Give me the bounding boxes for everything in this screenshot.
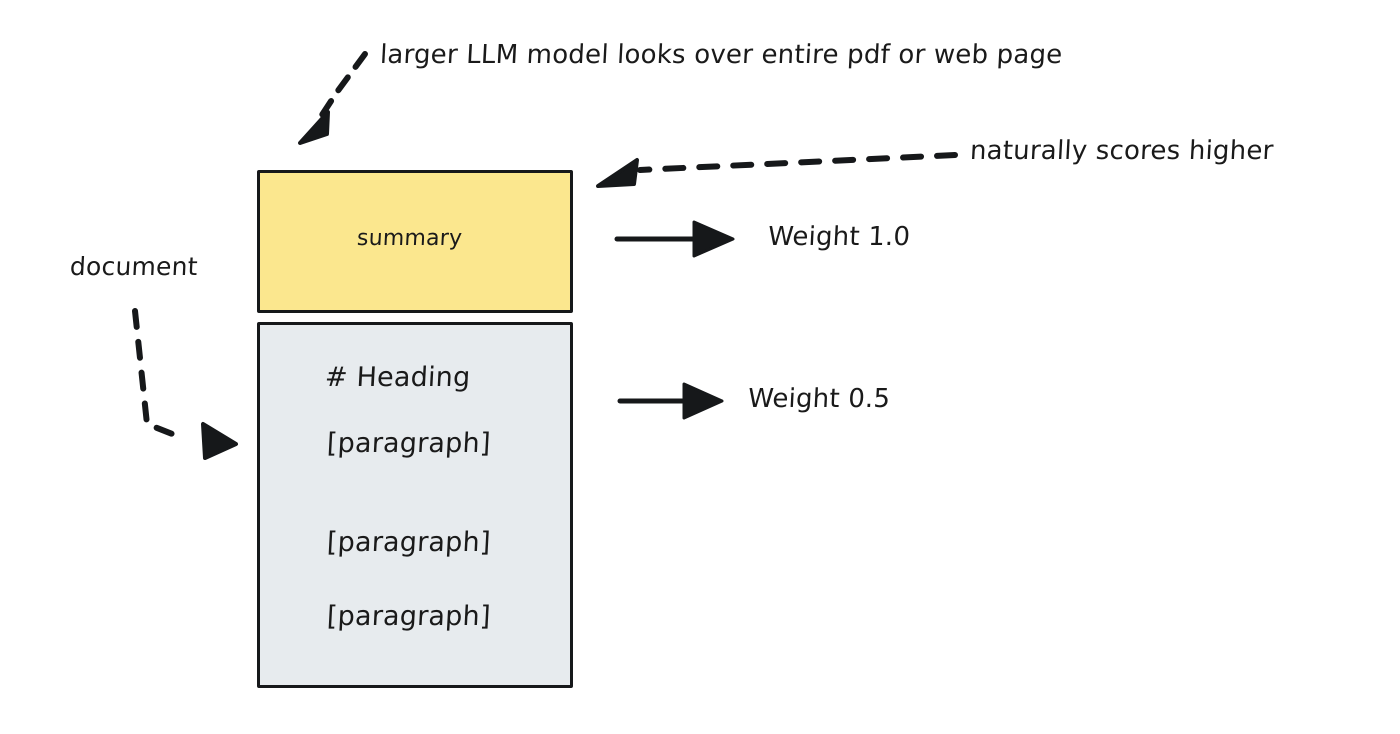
annotation-weight-low: Weight 0.5 (747, 384, 891, 414)
summary-box-label: summary (356, 226, 463, 251)
annotation-weight-high: Weight 1.0 (767, 222, 911, 252)
top-dashed-arrow (298, 51, 368, 145)
summary-box[interactable] (257, 170, 573, 313)
annotation-naturally-scores-higher: naturally scores higher (969, 136, 1275, 166)
document-dashed-arrow (132, 308, 238, 460)
document-line-heading: # Heading (324, 362, 472, 393)
document-box[interactable] (257, 322, 573, 688)
document-line-paragraph-1: [paragraph] (326, 428, 492, 459)
document-line-paragraph-2: [paragraph] (326, 527, 492, 558)
naturally-dashed-arrow (596, 152, 958, 188)
annotation-top-llm-model: larger LLM model looks over entire pdf o… (379, 40, 1064, 70)
weight-low-arrow (617, 382, 724, 420)
weight-high-arrow (614, 220, 735, 258)
document-line-paragraph-3: [paragraph] (326, 601, 492, 632)
annotation-document: document (69, 252, 199, 281)
